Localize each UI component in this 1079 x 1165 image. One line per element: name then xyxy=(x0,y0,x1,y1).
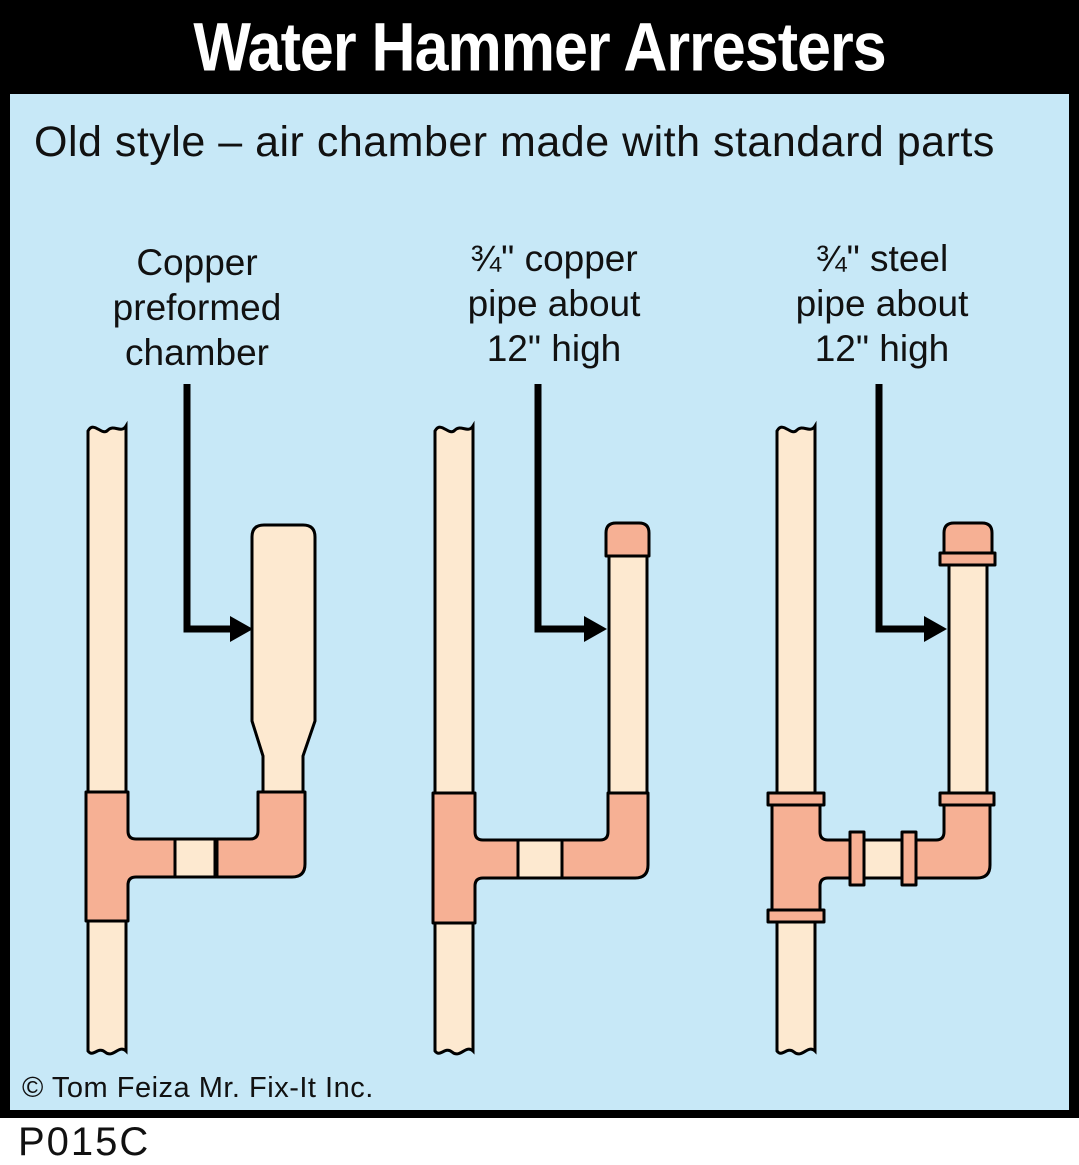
nipple xyxy=(516,838,564,880)
label-line: chamber xyxy=(125,332,269,373)
label-line: ¾" copper xyxy=(470,238,638,279)
supply-pipe-top xyxy=(775,420,817,795)
elbow-fitting xyxy=(215,790,307,879)
label-line: Copper xyxy=(136,242,258,283)
tee-fitting xyxy=(431,791,520,925)
elbow-fitting xyxy=(560,791,650,880)
label-line: pipe about xyxy=(467,283,641,324)
label-steel-pipe: ¾" steel pipe about 12" high xyxy=(756,236,1008,371)
arrow-line xyxy=(875,384,926,633)
copyright: © Tom Feiza Mr. Fix-It Inc. xyxy=(22,1072,374,1104)
label-line: 12" high xyxy=(486,328,622,369)
label-arrow-steel-pipe xyxy=(875,384,947,642)
arrow-line xyxy=(183,384,232,633)
nipple-band-left xyxy=(848,830,866,887)
supply-pipe-bottom xyxy=(433,921,475,1056)
supply-pipe-bottom xyxy=(86,919,128,1056)
arrow-head-icon xyxy=(230,616,253,642)
diagram-steel-pipe xyxy=(766,384,997,1056)
subtitle: Old style – air chamber made with standa… xyxy=(34,118,995,166)
tee-fitting xyxy=(84,790,177,923)
page-title: Water Hammer Arresters xyxy=(193,8,886,86)
arrester-pipe xyxy=(607,554,649,795)
label-arrow-copper-pipe xyxy=(534,384,607,642)
label-line: pipe about xyxy=(795,283,969,324)
tee-fitting xyxy=(770,803,852,912)
supply-pipe-top xyxy=(86,420,128,794)
nipple xyxy=(173,837,217,879)
label-copper-pipe: ¾" copper pipe about 12" high xyxy=(428,236,680,371)
label-line: ¾" steel xyxy=(815,238,949,279)
diagram-preformed-chamber xyxy=(84,384,317,1056)
label-arrow-preformed-chamber xyxy=(183,384,253,642)
diagram-copper-pipe xyxy=(431,384,651,1056)
label-copper-preformed-chamber: Copper preformed chamber xyxy=(76,240,318,375)
title-bar: Water Hammer Arresters xyxy=(0,0,1079,94)
preformed-chamber xyxy=(250,523,317,794)
arrow-line xyxy=(534,384,586,633)
tee-bottom-band xyxy=(766,908,826,924)
label-line: preformed xyxy=(112,287,282,328)
arrow-head-icon xyxy=(924,616,947,642)
elbow-top-band xyxy=(938,791,996,807)
supply-pipe-bottom xyxy=(775,920,817,1056)
elbow-fitting xyxy=(914,803,992,880)
nipple xyxy=(862,838,904,880)
figure-code: P015C xyxy=(18,1120,151,1164)
tee-top-band xyxy=(766,791,826,807)
arrester-pipe xyxy=(947,563,989,795)
pipe-cap xyxy=(942,521,994,555)
nipple-band-right xyxy=(900,830,918,887)
pipe-cap-rim xyxy=(938,551,997,567)
arrow-head-icon xyxy=(584,616,607,642)
supply-pipe-top xyxy=(433,420,475,795)
pipe-cap xyxy=(604,521,651,558)
label-line: 12" high xyxy=(814,328,950,369)
